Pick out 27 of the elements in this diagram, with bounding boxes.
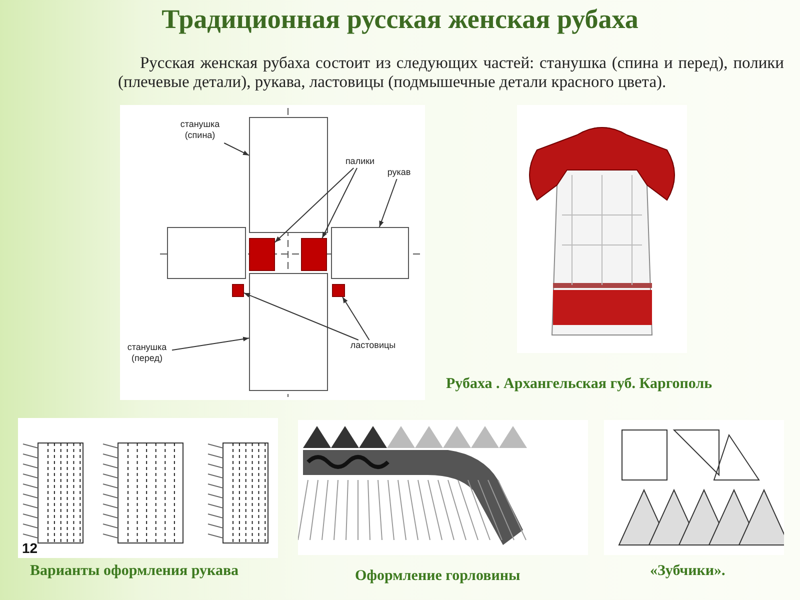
pattern-piece	[331, 227, 409, 279]
pattern-piece	[167, 227, 246, 279]
intro-paragraph: Русская женская рубаха состоит из следующих частей: станушка (спина и перед), полики (плечевые детали), рукава, ластовицы (подмышечные детали красного цвета).	[118, 53, 784, 91]
leader-line	[224, 142, 250, 156]
fabric-piece	[249, 238, 275, 271]
pattern-label: станушка (спина)	[172, 119, 228, 143]
leader-line	[378, 178, 398, 228]
slide-title: Традиционная русская женская рубаха	[160, 4, 640, 35]
page-number: 12	[22, 540, 38, 556]
leader-line	[342, 296, 370, 340]
leader-line	[244, 292, 359, 340]
fabric-piece	[332, 284, 345, 297]
leader-line	[172, 336, 250, 351]
fabric-piece	[232, 284, 244, 297]
pattern-piece	[249, 273, 328, 391]
pattern-label: рукав	[384, 167, 414, 179]
leader-line	[274, 168, 354, 243]
pattern-label: палики	[338, 156, 382, 168]
fabric-piece	[301, 238, 327, 271]
pattern-label: станушка (перед)	[122, 342, 172, 366]
picture-caption: Рубаха . Архангельская губ. Каргополь	[446, 376, 712, 393]
picture-caption: Варианты оформления рукава	[30, 563, 239, 580]
picture-caption: Оформление горловины	[355, 568, 520, 585]
picture-caption: «Зубчики».	[650, 563, 726, 580]
leader-line	[322, 168, 358, 238]
pattern-label: ластовицы	[344, 340, 402, 352]
pattern-piece	[249, 117, 328, 233]
